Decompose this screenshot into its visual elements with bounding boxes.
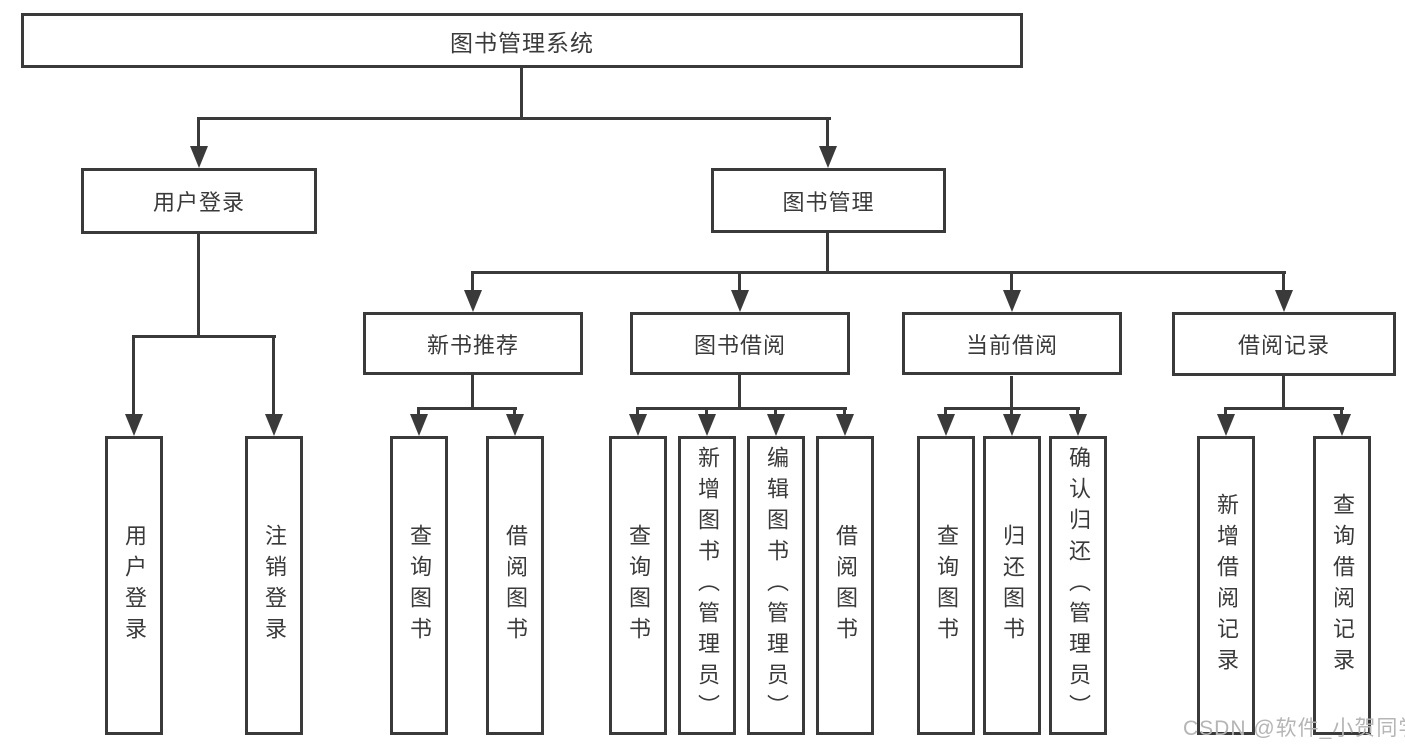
leaf-current-query-books: 查询图书: [917, 436, 975, 735]
connector-line: [774, 407, 777, 416]
connector-line: [826, 233, 829, 274]
node-borrow-records: 借阅记录: [1172, 312, 1396, 376]
connector-line: [1076, 407, 1079, 416]
csdn-watermark: CSDN @软件_小贺同学: [1183, 717, 1405, 740]
leaf-borrow-edit-books: 编辑图书（管理员）: [747, 436, 805, 735]
arrow-down-icon: [1333, 414, 1351, 436]
arrow-down-icon: [819, 146, 837, 168]
node-book-borrow: 图书借阅: [630, 312, 850, 375]
leaf-current-return-books: 归还图书: [983, 436, 1041, 735]
arrow-down-icon: [265, 414, 283, 436]
connector-line: [1224, 407, 1227, 416]
node-root-library-system: 图书管理系统: [21, 13, 1023, 68]
connector-line: [471, 375, 474, 410]
connector-line: [636, 407, 639, 416]
arrow-down-icon: [1003, 414, 1021, 436]
connector-line: [1010, 407, 1013, 416]
connector-line: [1282, 376, 1285, 410]
arrow-down-icon: [698, 414, 716, 436]
connector-line: [132, 335, 276, 338]
arrow-down-icon: [506, 414, 524, 436]
connector-line: [1010, 271, 1013, 292]
leaf-recommend-query-books: 查询图书: [390, 436, 448, 735]
connector-line: [705, 407, 708, 416]
connector-line: [636, 407, 847, 410]
connector-line: [1340, 407, 1343, 416]
connector-line: [471, 271, 474, 292]
connector-line: [197, 117, 200, 146]
node-user-login: 用户登录: [81, 168, 317, 234]
connector-line: [1282, 271, 1285, 292]
leaf-borrow-add-books: 新增图书（管理员）: [678, 436, 736, 735]
node-current-borrow: 当前借阅: [902, 312, 1122, 375]
leaf-current-confirm-return: 确认归还（管理员）: [1049, 436, 1107, 735]
arrow-down-icon: [1069, 414, 1087, 436]
leaf-logout: 注销登录: [245, 436, 303, 735]
connector-line: [1010, 376, 1013, 410]
connector-line: [197, 234, 200, 338]
node-book-management: 图书管理: [711, 168, 946, 233]
leaf-borrow-borrow-books: 借阅图书: [816, 436, 874, 735]
connector-line: [738, 375, 741, 410]
connector-line: [417, 407, 517, 410]
connector-line: [272, 335, 275, 416]
connector-line: [417, 407, 420, 416]
leaf-borrow-query-books: 查询图书: [609, 436, 667, 735]
arrow-down-icon: [731, 290, 749, 312]
leaf-user-login: 用户登录: [105, 436, 163, 735]
arrow-down-icon: [1217, 414, 1235, 436]
connector-line: [826, 117, 829, 146]
arrow-down-icon: [629, 414, 647, 436]
arrow-down-icon: [464, 290, 482, 312]
arrow-down-icon: [1275, 290, 1293, 312]
arrow-down-icon: [410, 414, 428, 436]
connector-line: [1224, 407, 1344, 410]
leaf-records-add: 新增借阅记录: [1197, 436, 1255, 735]
connector-line: [843, 407, 846, 416]
connector-line: [471, 271, 1286, 274]
connector-line: [197, 117, 831, 120]
arrow-down-icon: [937, 414, 955, 436]
node-new-book-recommend: 新书推荐: [363, 312, 583, 375]
leaf-recommend-borrow-books: 借阅图书: [486, 436, 544, 735]
connector-line: [520, 68, 523, 117]
connector-line: [132, 335, 135, 416]
arrow-down-icon: [125, 414, 143, 436]
connector-line: [738, 271, 741, 292]
arrow-down-icon: [836, 414, 854, 436]
connector-line: [944, 407, 947, 416]
arrow-down-icon: [767, 414, 785, 436]
arrow-down-icon: [1003, 290, 1021, 312]
arrow-down-icon: [190, 146, 208, 168]
connector-line: [513, 407, 516, 416]
leaf-records-query: 查询借阅记录: [1313, 436, 1371, 735]
